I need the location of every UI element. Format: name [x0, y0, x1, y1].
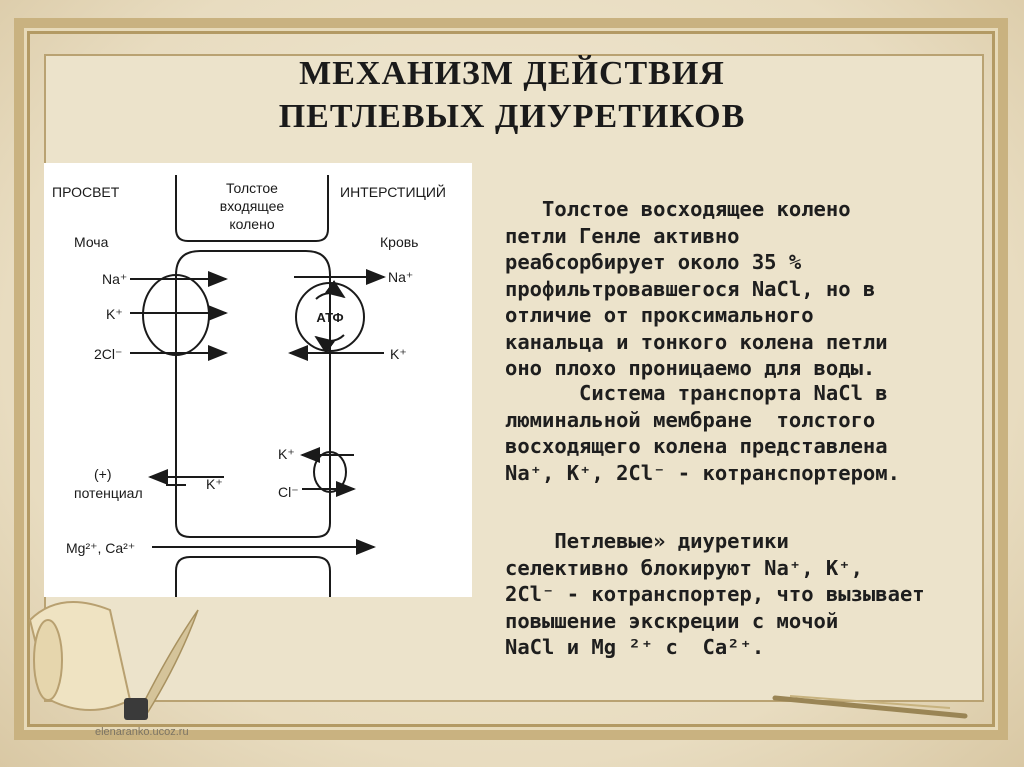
atp-cycle-bottom [314, 334, 345, 354]
label-urine: Моча [74, 234, 109, 250]
nephron-diagram: ПРОСВЕТ Моча Толстое входящее колено ИНТ… [44, 163, 472, 597]
title-line-1: МЕХАНИЗМ ДЕЙСТВИЯ [299, 55, 725, 92]
label-na-basal: Na⁺ [388, 269, 413, 285]
label-cell-2: входящее [220, 198, 285, 214]
label-k-apical: K⁺ [106, 306, 123, 322]
label-atp: АТФ [316, 310, 343, 325]
label-potential: потенциал [74, 485, 143, 501]
decorative-frame [14, 18, 1008, 740]
label-lumen: ПРОСВЕТ [52, 184, 120, 200]
watermark: elenaranko.ucoz.ru [95, 726, 189, 738]
label-k-apical-channel: K⁺ [206, 476, 223, 492]
label-cell-3: колено [229, 216, 274, 232]
lower-cell-outline [175, 556, 331, 597]
main-cell-outline [175, 250, 331, 538]
label-cl-apical: 2Cl⁻ [94, 346, 122, 362]
paragraph-loop-diuretics: Петлевые» диуретики селективно блокируют… [505, 529, 925, 659]
title-line-2: ПЕТЛЕВЫХ ДИУРЕТИКОВ [278, 98, 746, 135]
diagram-svg: ПРОСВЕТ Моча Толстое входящее колено ИНТ… [52, 175, 446, 597]
scroll-quill-icon [28, 601, 199, 720]
kcl-channel [313, 451, 347, 493]
upper-cell-outline [175, 175, 329, 242]
pen-icon [772, 695, 968, 719]
label-k-basal: K⁺ [390, 346, 407, 362]
label-potential-plus: (+) [94, 466, 112, 482]
atp-cycle-top [315, 280, 346, 300]
label-k-channel-basal: K⁺ [278, 446, 295, 462]
paragraph-transport-system: Система транспорта NaCl в люминальной ме… [505, 381, 900, 485]
label-interstitium: ИНТЕРСТИЦИЙ [340, 183, 446, 200]
paragraph-reabsorption: Толстое восходящее колено петли Генле ак… [505, 197, 888, 380]
label-cell-1: Толстое [226, 180, 278, 196]
label-mg-ca: Mg²⁺, Ca²⁺ [66, 540, 135, 556]
label-blood: Кровь [380, 234, 418, 250]
label-cl-basal: Cl⁻ [278, 484, 299, 500]
label-na-apical: Na⁺ [102, 271, 127, 287]
